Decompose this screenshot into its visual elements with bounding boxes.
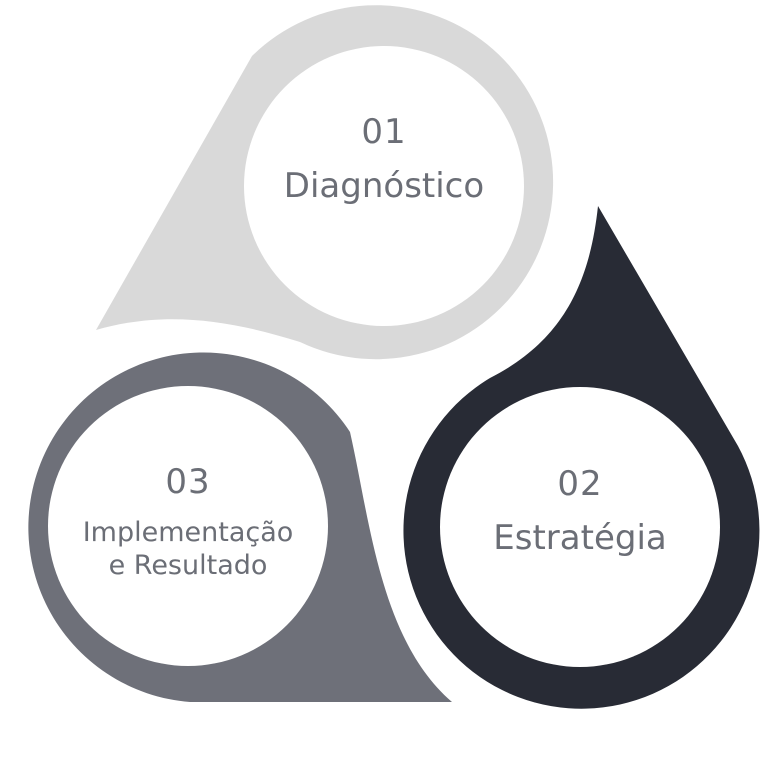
step-02-label: 02 Estratégia — [436, 464, 724, 558]
step-01-number: 01 — [361, 112, 407, 152]
step-01-title: Diagnóstico — [283, 166, 485, 206]
step-03-title-line2: e Resultado — [108, 550, 268, 581]
step-03-label: 03 Implementação e Resultado — [48, 462, 328, 582]
step-02-number: 02 — [557, 464, 603, 504]
step-02-inner-circle — [440, 387, 720, 667]
step-03-inner-circle — [48, 386, 328, 666]
step-03-title-line1: Implementação — [82, 517, 294, 548]
step-01-inner-circle — [244, 46, 524, 326]
step-03-number: 03 — [165, 462, 211, 502]
step-02-title: Estratégia — [493, 518, 667, 558]
step-01-label: 01 Diagnóstico — [244, 112, 524, 206]
